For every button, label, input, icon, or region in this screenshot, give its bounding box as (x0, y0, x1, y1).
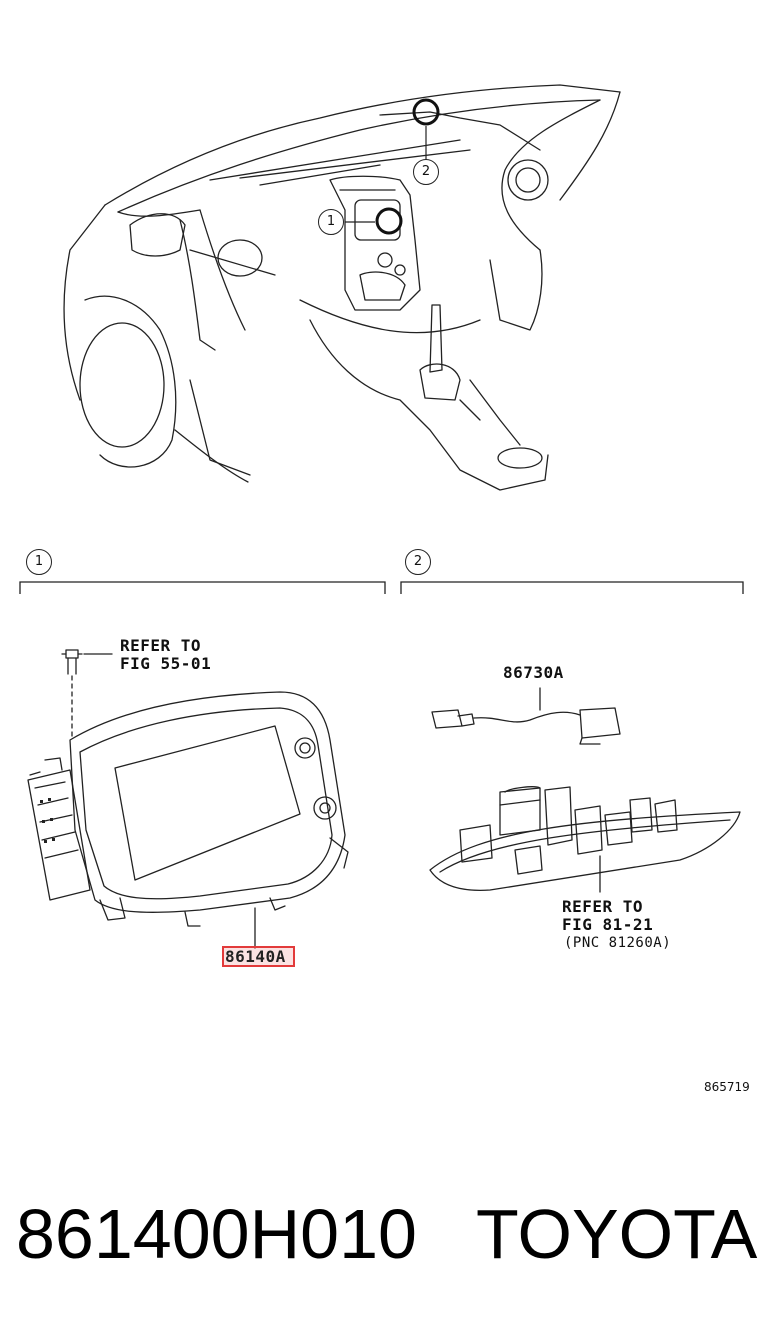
location-ring-2 (412, 98, 440, 126)
refer-fig-81-line1: REFER TO (562, 897, 644, 916)
section-brackets (19, 581, 744, 594)
detail-callout-1: 1 (26, 549, 52, 575)
detail-callout-2: 2 (405, 549, 431, 575)
location-ring-1 (375, 207, 403, 235)
overview-callout-1: 1 (318, 209, 344, 235)
switch-assembly-illustration (429, 687, 741, 893)
refer-pnc-81260a: (PNC 81260A) (564, 935, 672, 951)
dashboard-overview-illustration (63, 84, 621, 491)
footer-part-code: 861400H010 (16, 1195, 417, 1273)
part-number-86140a-highlight[interactable] (222, 946, 295, 967)
refer-fig-55-line1: REFER TO (120, 636, 202, 655)
part-number-86730a[interactable]: 86730A (503, 663, 564, 682)
refer-fig-55-line2: FIG 55-01 (120, 654, 212, 673)
refer-fig-81-line2: FIG 81-21 (562, 915, 654, 934)
overview-callout-2: 2 (413, 159, 439, 185)
part-number-86140a[interactable]: 86140A (225, 947, 286, 966)
footer-brand: TOYOTA (476, 1195, 758, 1273)
display-unit-illustration (27, 649, 349, 949)
figure-id: 865719 (704, 1080, 750, 1094)
